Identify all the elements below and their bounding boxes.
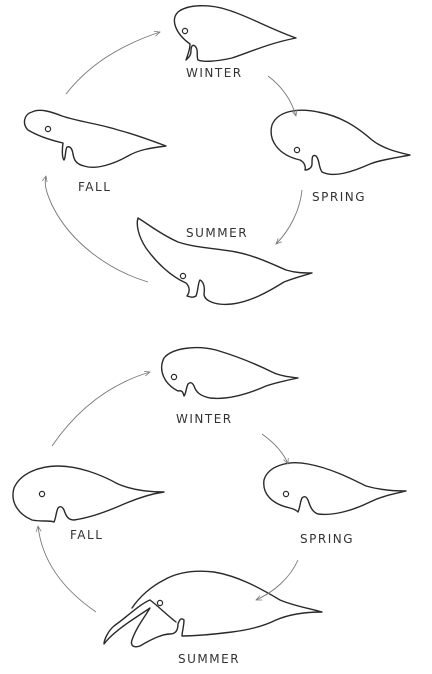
top-winter-body bbox=[174, 6, 296, 62]
top-arrow-winter-to-spring bbox=[268, 76, 296, 116]
top-spring-eye bbox=[294, 147, 299, 152]
bottom-summer-eye bbox=[157, 600, 162, 605]
bottom-spring-organism bbox=[264, 463, 406, 515]
top-spring-label: SPRING bbox=[312, 190, 366, 204]
bottom-fall-body bbox=[13, 466, 164, 522]
top-winter-eye bbox=[182, 28, 187, 33]
top-spring-body bbox=[271, 110, 410, 174]
bottom-arrow-winter-to-spring bbox=[262, 434, 288, 464]
top-arrow-fall-to-winter bbox=[66, 32, 160, 94]
top-arrow-spring-to-summer bbox=[276, 190, 302, 244]
bottom-arrow-fall-to-winter bbox=[52, 372, 150, 446]
top-summer-label: SUMMER bbox=[186, 226, 248, 240]
bottom-summer-label: SUMMER bbox=[178, 652, 240, 666]
top-summer-eye bbox=[180, 273, 185, 278]
top-cycle bbox=[25, 6, 410, 305]
bottom-cycle bbox=[13, 348, 406, 647]
bottom-winter-label: WINTER bbox=[176, 412, 233, 426]
top-fall-organism bbox=[25, 110, 166, 167]
bottom-spring-label: SPRING bbox=[300, 532, 354, 546]
bottom-summer-organism bbox=[104, 571, 322, 646]
bottom-fall-eye bbox=[39, 491, 44, 496]
top-fall-eye bbox=[45, 126, 50, 131]
bottom-winter-body bbox=[162, 348, 298, 399]
top-fall-body bbox=[25, 110, 166, 167]
bottom-fall-label: FALL bbox=[70, 528, 103, 542]
top-winter-organism bbox=[174, 6, 296, 62]
top-fall-label: FALL bbox=[78, 180, 111, 194]
bottom-summer-body bbox=[104, 571, 322, 646]
bottom-winter-eye bbox=[171, 374, 176, 379]
bottom-arrow-spring-to-summer bbox=[256, 560, 298, 600]
top-spring-organism bbox=[271, 110, 410, 174]
top-winter-label: WINTER bbox=[186, 66, 243, 80]
bottom-winter-organism bbox=[162, 348, 298, 399]
bottom-fall-organism bbox=[13, 466, 164, 522]
bottom-spring-eye bbox=[283, 491, 288, 496]
bottom-spring-body bbox=[264, 463, 406, 515]
